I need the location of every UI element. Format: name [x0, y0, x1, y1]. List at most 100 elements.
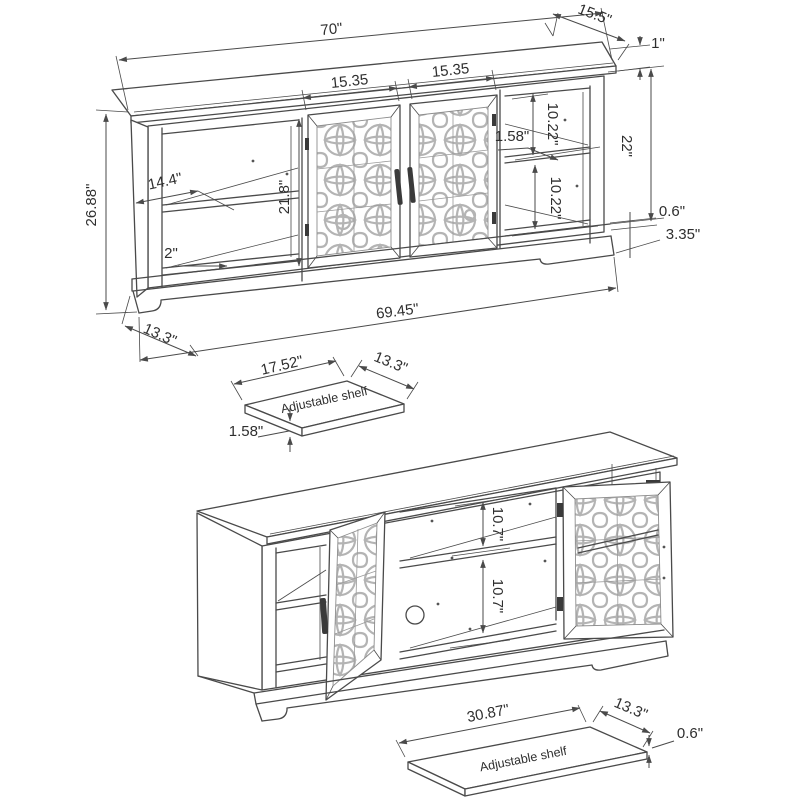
dim-small-shelf-thickness: 1.58" [229, 423, 264, 440]
pin-hole-dot [563, 118, 567, 122]
left-cubby-bottom [275, 656, 327, 673]
shelf-front-right-edge [301, 403, 405, 437]
center-shelf-front [399, 536, 557, 569]
dim-opening-height: 22" [618, 135, 635, 157]
dim-line-right-door [408, 76, 495, 89]
dim-line-shelf-width [398, 706, 581, 745]
center-top [399, 487, 557, 513]
dim-line-left-door [302, 86, 398, 100]
front-view-dimensions: 70" 15.5" 1" 15.35 15.35 10.22" 1.58" [83, 1, 701, 363]
bottom-rail [253, 629, 667, 705]
left-cubby-top [275, 544, 327, 554]
leader-line [197, 190, 235, 211]
extension-line [609, 217, 658, 231]
pin-hole-dot [662, 545, 666, 549]
open-door-view: 10.7" 10.7" [196, 431, 678, 722]
right-door-bevels [409, 94, 498, 258]
left-door-bevels [307, 104, 401, 269]
dim-line-base-depth [124, 325, 197, 357]
left-door-muntins [316, 121, 392, 252]
leader-shelf-thickness [497, 147, 559, 161]
dim-large-shelf-thickness: 0.6" [677, 725, 703, 742]
dim-top-thickness: 1" [651, 35, 665, 52]
dim-overall-height: 26.88" [83, 184, 100, 227]
plinth-left-cap [197, 675, 263, 722]
extension-line [95, 109, 138, 315]
open-left-door-muntins [334, 528, 377, 669]
pin-hole-dot [468, 627, 472, 631]
left-door-hinge [305, 224, 309, 236]
open-door-hinge [557, 503, 563, 517]
dim-line-top-width [118, 10, 604, 63]
pin-hole-dot [450, 556, 454, 560]
pin-hole-dot [662, 576, 666, 580]
dim-side-shelf-depth: 14.4" [146, 170, 183, 194]
dim-lower-opening-height: 10.7" [489, 579, 506, 614]
left-door-knob-hole [334, 213, 352, 231]
cable-hole [405, 605, 425, 625]
plinth-profile [261, 640, 669, 722]
dim-right-door-width: 15.35 [431, 60, 470, 81]
dim-toe-space: 2" [164, 245, 178, 262]
left-cubby-top [161, 119, 299, 135]
dim-door-height: 21.8" [276, 180, 293, 215]
extension-line [607, 65, 665, 225]
right-cubby-top [504, 87, 591, 97]
left-door-hinge [305, 138, 309, 150]
right-shelf-top-edge [504, 123, 589, 146]
right-door-hinge [492, 114, 496, 126]
dim-line-shelf-depth [358, 365, 415, 390]
extension-line [511, 93, 601, 161]
dim-line-body-width [139, 286, 617, 362]
pin-hole-dot [575, 184, 579, 188]
door-handle [394, 168, 403, 205]
dim-small-shelf-width: 17.52" [259, 353, 305, 379]
dim-line-top-depth [552, 13, 626, 42]
extension-line [449, 639, 511, 649]
dim-left-door-width: 15.35 [330, 71, 369, 92]
extension-line [511, 225, 599, 237]
dim-base-height: 3.35" [666, 226, 701, 243]
left-shelf-front [275, 594, 327, 611]
extension-line [350, 359, 419, 400]
cabinet-left-side [196, 512, 263, 691]
right-door-glass [418, 106, 489, 247]
dim-body-width: 69.45" [375, 300, 420, 322]
pin-hole-dot [251, 159, 255, 163]
right-door-knob-hole [463, 208, 477, 222]
pin-hole-dot [430, 519, 434, 523]
center-bottom [399, 623, 557, 660]
dim-top-width: 70" [320, 20, 344, 39]
open-left-door-bevels [325, 511, 386, 701]
dim-line-shelf-width [233, 360, 337, 385]
open-view-dimensions: 10.7" 10.7" [449, 497, 511, 649]
right-door-hinge [492, 212, 496, 224]
pin-hole-dot [285, 172, 289, 176]
open-view-cabinet-linework [196, 431, 678, 722]
pin-hole-dot [436, 602, 440, 606]
dim-lower-cubby-height: 10.22" [547, 177, 564, 220]
leader-line [651, 740, 675, 749]
right-shelf-front [504, 146, 591, 164]
pin-hole-dot [543, 559, 547, 563]
front-dimension-view: 70" 15.5" 1" 15.35 15.35 10.22" 1.58" [83, 1, 701, 363]
open-door-hinge [557, 597, 563, 611]
door-handle [407, 166, 416, 203]
shelf-through-glass [577, 529, 659, 554]
top-board-bevel [269, 455, 675, 535]
small-adjustable-shelf-view: 17.52" 13.3" Adjustable shelf 1.58" [229, 348, 419, 452]
left-shelf-top-edge [277, 569, 327, 602]
leader-line [257, 430, 290, 438]
bottom-rail [131, 223, 612, 292]
right-cubby-floor-edge [504, 204, 589, 225]
right-door-muntins [418, 111, 489, 242]
large-adjustable-shelf-view: 30.87" 13.3" Adjustable shelf 0.6" [395, 694, 703, 797]
dim-small-shelf-depth: 13.3" [371, 348, 409, 377]
pin-hole-dot [528, 502, 532, 506]
cabinet-left-side [130, 119, 149, 298]
dim-bottom-panel-thickness: 0.6" [659, 203, 685, 220]
dim-line-side-shelf [135, 189, 199, 205]
plinth-left-cap [131, 278, 140, 314]
